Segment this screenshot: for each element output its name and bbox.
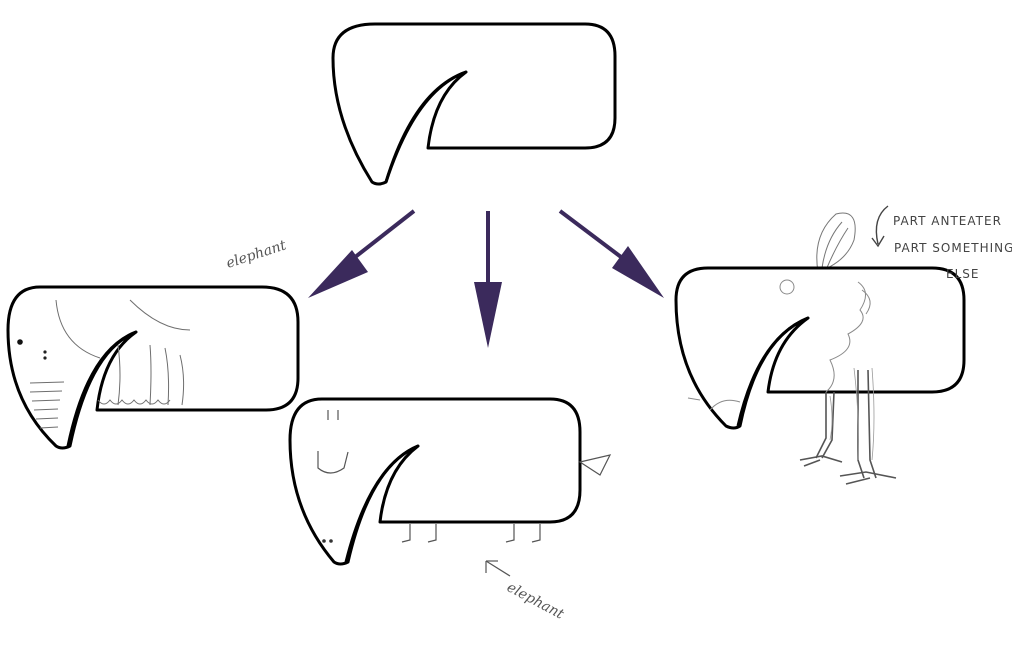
arrow-down-left-icon [308, 209, 416, 298]
arrow-down-right-icon [558, 209, 664, 298]
note-line-1: PART ANTEATER [893, 214, 1002, 228]
note-line-3: ELSE [946, 267, 979, 281]
elephant-sketch-left: elephant [6, 237, 300, 450]
anteater-sketch-right: PART ANTEATER PART SOMETHING ELSE [674, 205, 1012, 485]
source-shape [331, 22, 617, 186]
elephant-sketch-middle: elephant [288, 397, 612, 623]
arrow-down-icon [474, 211, 502, 348]
source-shape-outline [331, 22, 617, 186]
source-shape-horn [384, 70, 467, 183]
note-line-2: PART SOMETHING [894, 241, 1012, 255]
curved-pointer-icon [871, 205, 889, 248]
elephant-label-left: elephant [224, 237, 288, 271]
elephant-label-bottom: elephant [504, 579, 567, 622]
